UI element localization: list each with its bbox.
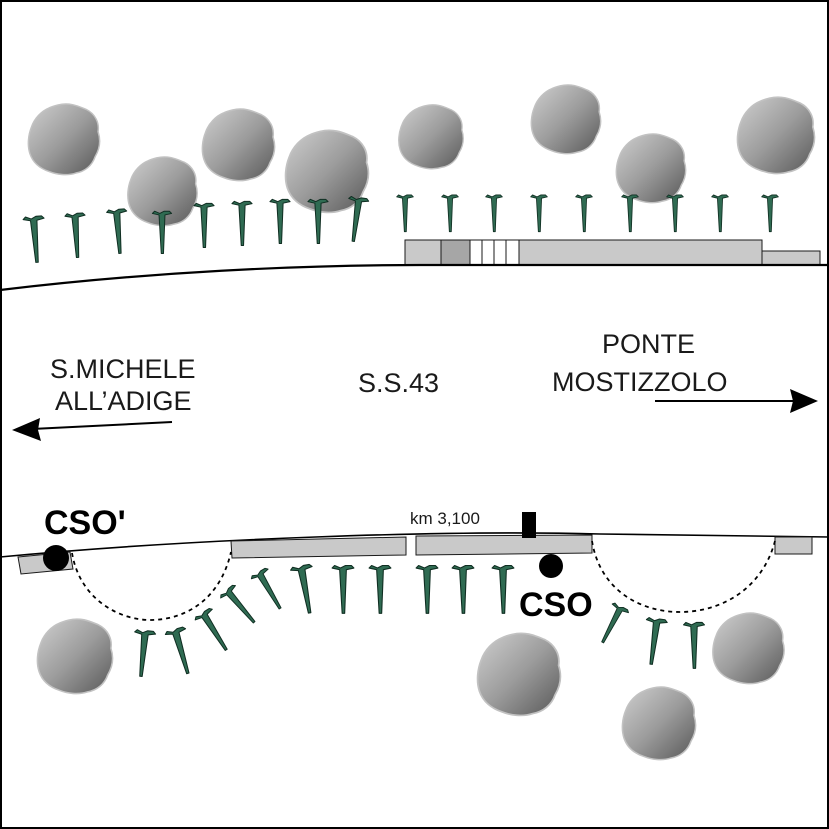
tree-crown-icon: [530, 84, 602, 155]
arrow-right-icon: [655, 389, 818, 413]
tree-crown-icon: [36, 618, 114, 695]
wall-block: [440, 239, 471, 266]
tree-crown-icon: [712, 612, 785, 685]
arrow-left-icon: [12, 418, 173, 441]
km-post-icon: [522, 512, 536, 538]
slab: [415, 534, 593, 556]
tree-crown-icon: [621, 686, 697, 761]
road-name: S.S.43: [358, 368, 439, 398]
tree-crown-icon: [397, 104, 464, 170]
tree-crown-icon: [736, 96, 816, 175]
top-wall: [404, 239, 821, 266]
cso-prime-label: CSO': [44, 504, 126, 542]
east-destination-line2: MOSTIZZOLO: [552, 367, 728, 397]
failure-arc-west: [71, 551, 232, 621]
tree-crown-icon: [27, 103, 101, 176]
tree-crown-icon: [615, 133, 687, 204]
west-destination-line1: S.MICHELE: [50, 354, 196, 384]
cso-point-icon: [43, 545, 69, 571]
wall-step: [761, 250, 821, 266]
cso-point-icon: [539, 554, 563, 578]
tree-crown-icon: [476, 632, 562, 717]
failure-arc-east: [591, 540, 776, 613]
km-marker-label: km 3,100: [410, 509, 480, 528]
east-destination-line1: PONTE: [602, 329, 695, 359]
road-edge-top: [0, 263, 829, 292]
west-destination-line2: ALL’ADIGE: [55, 386, 192, 416]
tree-crown-icon: [201, 108, 276, 182]
cso-label: CSO: [519, 586, 593, 624]
slab: [774, 536, 813, 555]
slab: [230, 536, 407, 559]
